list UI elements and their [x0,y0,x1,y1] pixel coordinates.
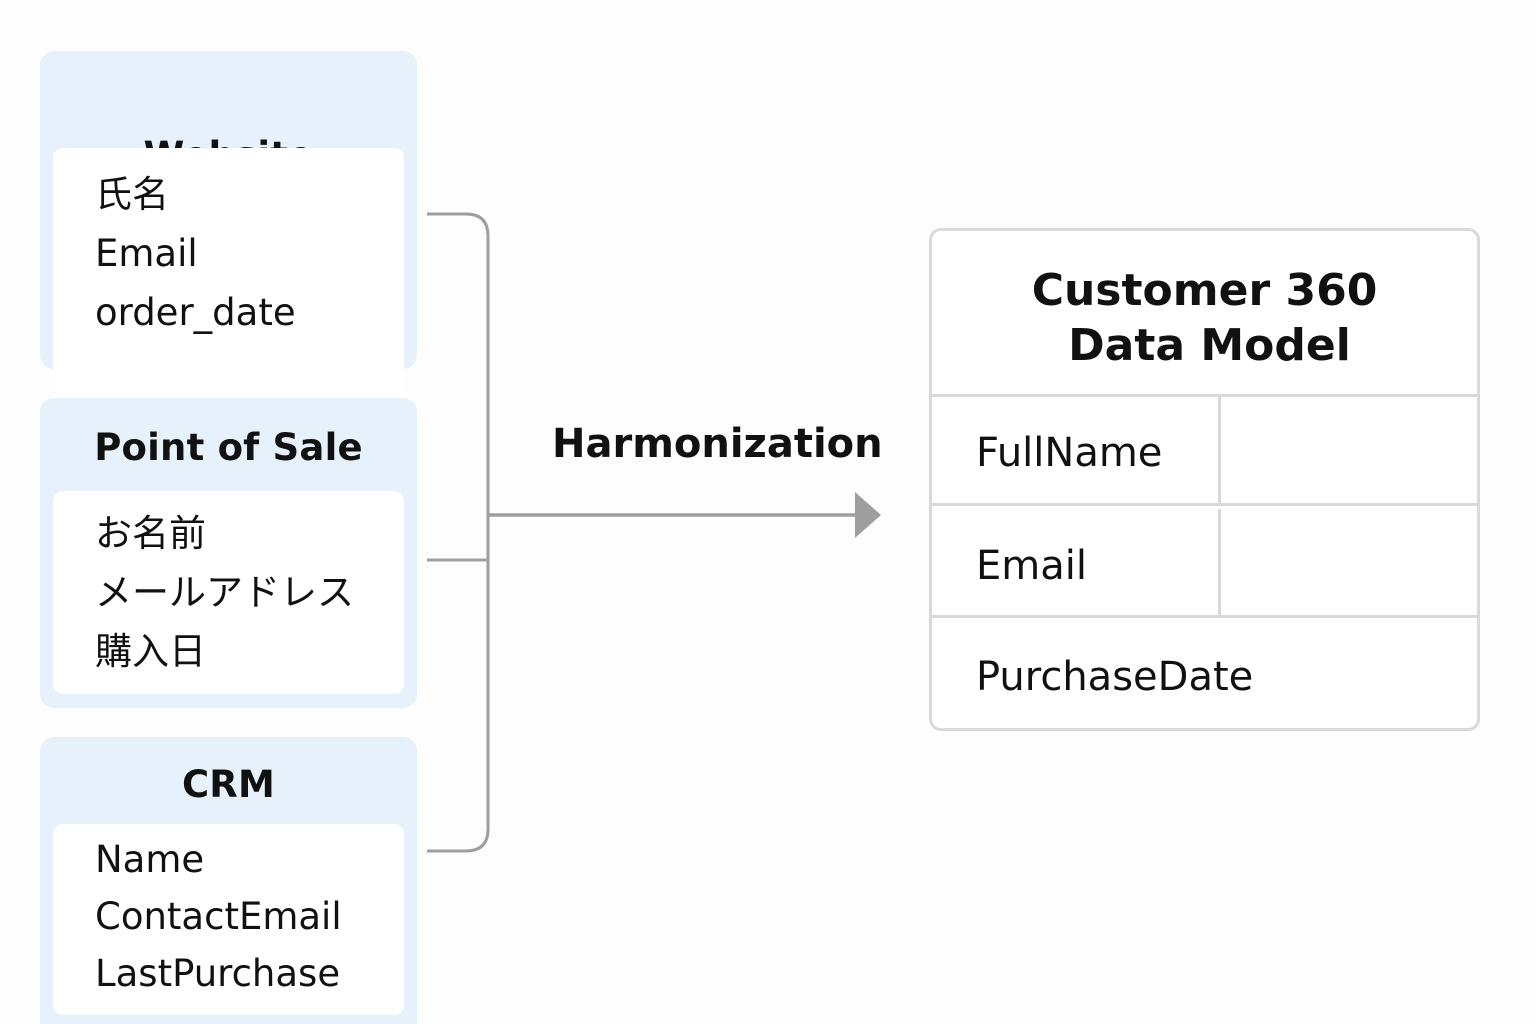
model-field-value-cell [1218,509,1477,615]
source-fields-point-of-sale: お名前 メールアドレス 購入日 [53,491,404,694]
model-row-email: Email [932,509,1477,618]
source-card-crm: CRM Name ContactEmail LastPurchase [40,737,417,1024]
model-field-name: PurchaseDate [976,654,1254,700]
source-field: Name [95,838,205,881]
bracket-website-connector [427,212,490,237]
source-field: Email [95,232,198,275]
harmonization-arrow-head [855,492,881,538]
source-card-point-of-sale: Point of Sale お名前 メールアドレス 購入日 [40,398,417,708]
source-field: お名前 [95,512,206,555]
source-field: 氏名 [95,173,169,216]
target-title: Customer 360 Data Model [932,231,1477,397]
source-fields-crm: Name ContactEmail LastPurchase [53,824,404,1015]
source-card-website: Website 氏名 Email order_date [40,51,417,407]
model-row-purchasedate: PurchaseDate [932,621,1477,728]
bracket-crm-connector [427,828,490,853]
source-title-point-of-sale: Point of Sale [94,426,363,469]
source-field: ContactEmail [95,895,342,938]
model-row-fullname: FullName [932,397,1477,506]
harmonization-label: Harmonization [552,421,883,467]
source-title-crm: CRM [181,763,276,806]
source-field: 購入日 [95,630,206,673]
model-field-name: Email [976,543,1087,589]
target-title-line-2: Data Model [1068,320,1351,371]
model-field-value-cell [1218,397,1477,503]
target-title-line-1: Customer 360 [1031,265,1378,316]
target-data-model: Customer 360 Data Model FullName Email P… [929,228,1480,731]
source-field: メールアドレス [95,571,354,614]
source-field: LastPurchase [95,952,341,995]
source-field: order_date [95,291,296,334]
model-field-name: FullName [976,430,1163,476]
source-fields-website: 氏名 Email order_date [53,148,404,407]
